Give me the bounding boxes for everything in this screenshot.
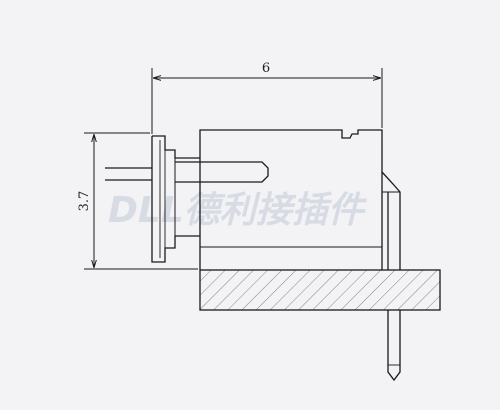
- mating-pin: [105, 161, 269, 183]
- watermark-text: DLL德利接插件: [108, 190, 368, 231]
- dimension-horizontal-label: 6: [262, 61, 270, 76]
- terminal-pin: [381, 171, 401, 382]
- dimension-vertical: [84, 132, 198, 270]
- pcb-board: [199, 269, 441, 311]
- dimension-horizontal: [151, 68, 383, 134]
- connector-flange: [151, 135, 200, 263]
- connector-housing: [199, 129, 383, 270]
- dimension-vertical-label: 3.7: [77, 191, 92, 212]
